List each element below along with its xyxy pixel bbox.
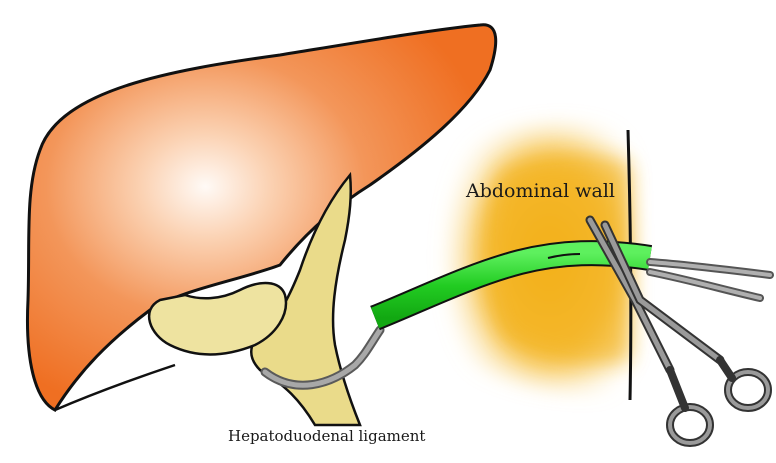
abdominal-wall-label: Abdominal wall	[466, 180, 615, 202]
hepatoduodenal-ligament-label: Hepatoduodenal ligament	[228, 427, 425, 445]
